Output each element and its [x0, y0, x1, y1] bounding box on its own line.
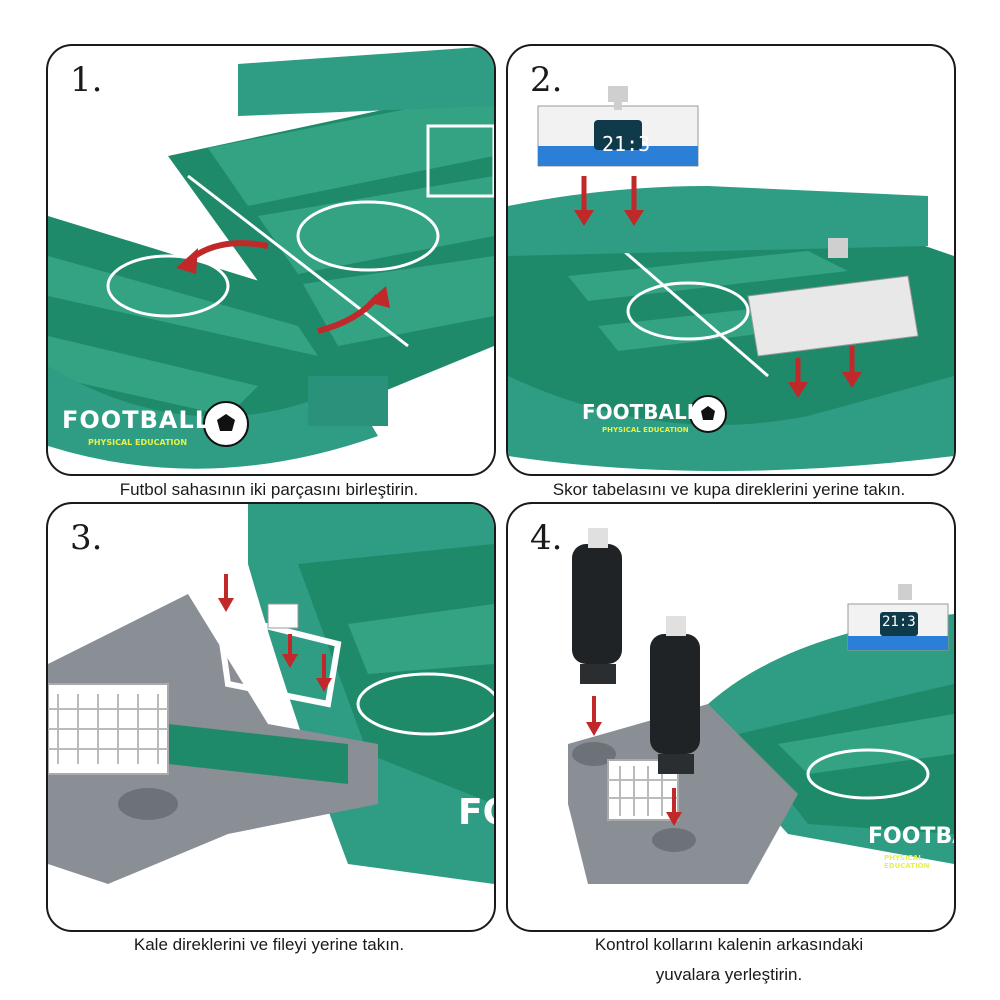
step-number: 1. — [66, 60, 107, 100]
scoreboard — [847, 584, 949, 651]
center-circle — [296, 200, 440, 272]
step-1-caption: Futbol sahasının iki parçasını birleştir… — [119, 480, 419, 499]
trophy-icon — [828, 238, 848, 258]
step-2-illustration — [508, 86, 954, 471]
handle-socket — [652, 828, 696, 852]
arrow-icon — [368, 286, 390, 308]
football-logo-subtext: PHYSICAL EDUCATION — [884, 854, 930, 870]
football-logo-text: FOOTBAL — [868, 824, 954, 849]
front-wall — [508, 376, 954, 471]
step-3-illustration — [48, 504, 494, 884]
step-1-panel: 1. FOOTBALL PHYSICAL EDUCATION — [46, 44, 496, 476]
football-logo-text: FOOTBALL — [62, 406, 212, 434]
side-wall — [238, 46, 494, 116]
step-4-caption-line1: Kontrol kollarını kalenin arkasındaki — [594, 935, 864, 954]
step-2-caption: Skor tabelasını ve kupa direklerini yeri… — [552, 480, 906, 499]
step-number: 4. — [526, 518, 567, 558]
step-number: 3. — [66, 518, 107, 558]
soccer-ball-icon — [689, 395, 727, 433]
score-display: 21:3 — [882, 614, 916, 630]
score-display: 21:3 — [602, 132, 651, 156]
football-logo-text: FO — [458, 792, 494, 833]
arrow-icon — [176, 248, 198, 274]
arrow-icon — [586, 696, 682, 826]
football-logo-subtext: PHYSICAL EDUCATION — [88, 438, 188, 447]
football-logo-subtext: PHYSICAL EDUCATION — [602, 426, 689, 434]
handle-socket — [572, 742, 616, 766]
soccer-ball-icon — [203, 401, 249, 447]
scoreboard — [537, 105, 699, 167]
step-3-panel: 3. FO — [46, 502, 496, 932]
joystick-handle-icon — [572, 528, 622, 684]
step-4-caption-line2: yuvalara yerleştirin. — [655, 965, 803, 984]
step-2-panel: 2. — [506, 44, 956, 476]
back-wall — [508, 186, 928, 256]
goal-base — [568, 704, 798, 884]
trophy-icon — [898, 584, 912, 600]
step-1-illustration — [48, 46, 494, 469]
trophy-icon — [608, 86, 628, 110]
step-3-caption: Kale direklerini ve fileyi yerine takın. — [133, 935, 405, 954]
step-number: 2. — [526, 60, 567, 100]
arrow-icon — [218, 574, 332, 692]
goal-frame — [214, 610, 342, 708]
goal-net-icon — [48, 683, 169, 775]
football-logo-text: FOOTBALL — [582, 400, 700, 424]
trophy-stand — [747, 238, 919, 357]
arrow-icon — [574, 176, 862, 398]
joystick-handle-icon — [650, 616, 700, 774]
handle-socket — [118, 788, 178, 820]
step-4-illustration — [568, 528, 954, 884]
step-4-panel: 4. — [506, 502, 956, 932]
